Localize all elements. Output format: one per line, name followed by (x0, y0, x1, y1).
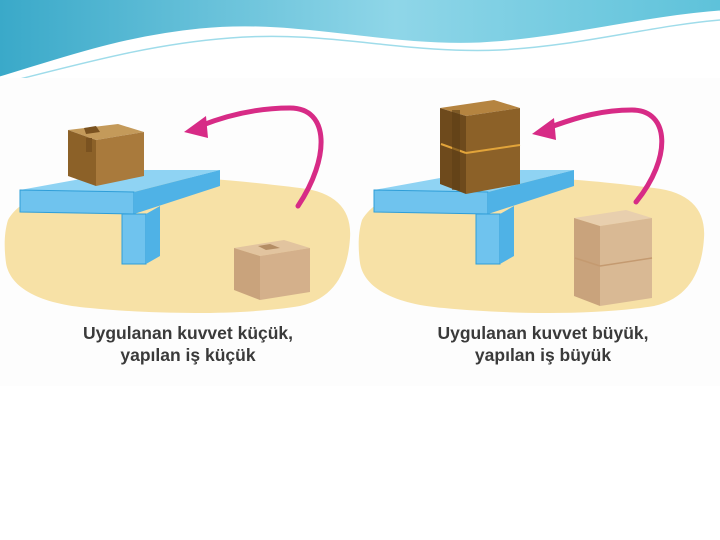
table-left-leg (121, 213, 147, 265)
table-right-side (488, 170, 574, 214)
caption-small-work: Uygulanan kuvvet küçük, yapılan iş küçük (28, 322, 348, 366)
box-on-ground-right (574, 210, 653, 306)
caption-small-work-line1: Uygulanan kuvvet küçük, (82, 323, 294, 343)
arrow-right (545, 107, 665, 205)
table-right-front (373, 189, 489, 215)
box-on-table-left (68, 124, 144, 186)
table-left-side (134, 170, 220, 214)
work-illustration: Uygulanan kuvvet küçük, yapılan iş küçük… (0, 78, 720, 386)
box-on-ground-left (234, 240, 310, 300)
panel-right-drawing (358, 100, 705, 313)
caption-small-work-line2: yapılan iş küçük (120, 345, 256, 365)
table-right-leg (475, 213, 501, 265)
illustration-drawing (4, 100, 705, 313)
table-left-front (19, 189, 135, 215)
slide-body-blank (0, 386, 720, 540)
header-wave-decoration (0, 0, 720, 85)
arrow-left (197, 105, 324, 209)
caption-large-work-line1: Uygulanan kuvvet büyük, (437, 323, 649, 343)
caption-large-work-line2: yapılan iş büyük (474, 345, 612, 365)
caption-large-work: Uygulanan kuvvet büyük, yapılan iş büyük (383, 322, 703, 366)
panel-left-drawing (4, 105, 351, 313)
box-on-table-right (440, 100, 521, 194)
